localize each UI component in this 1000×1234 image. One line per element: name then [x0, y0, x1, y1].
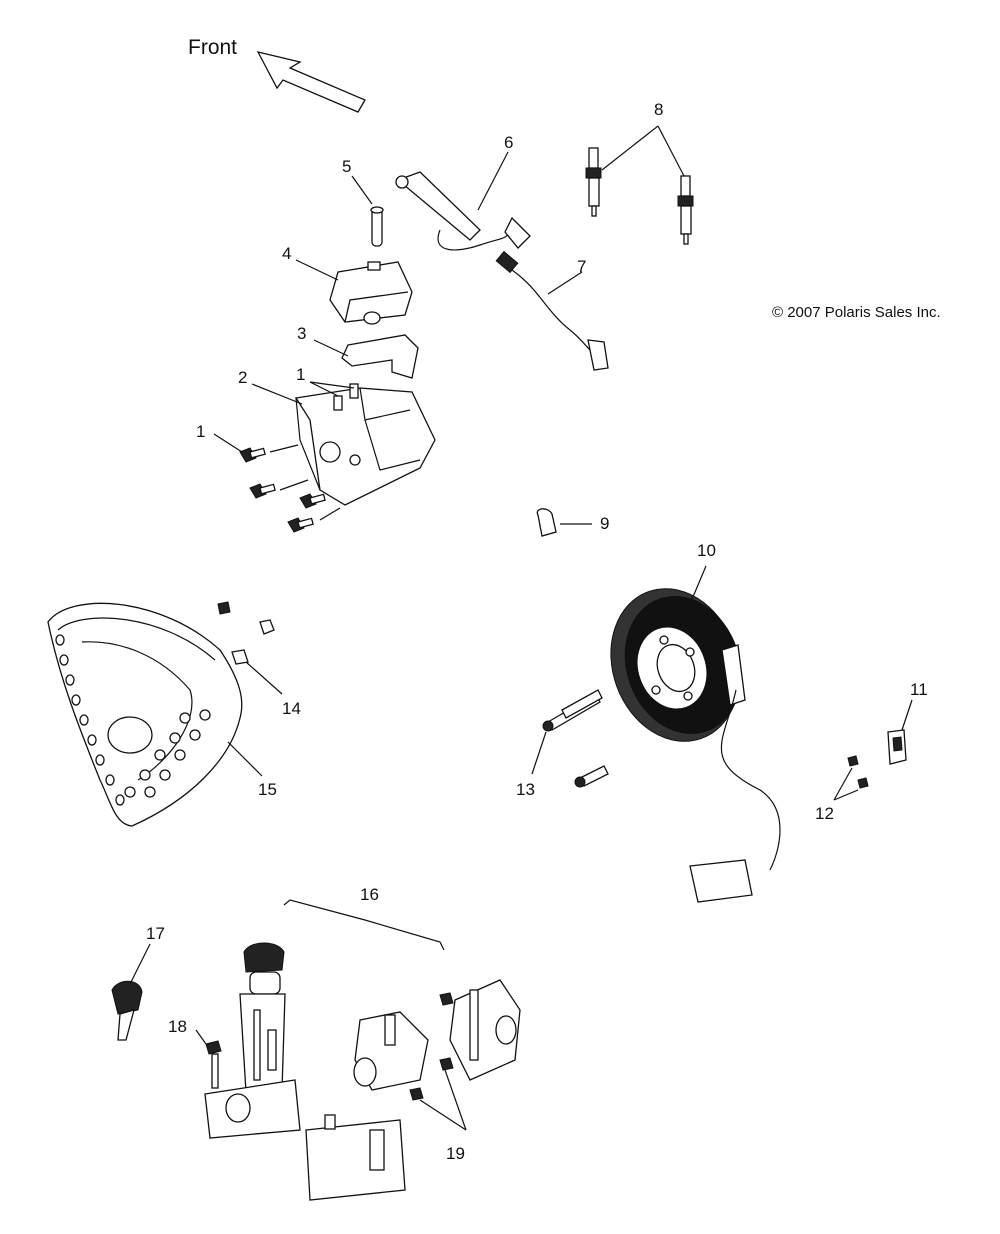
callout-14: 14 [282, 699, 301, 718]
callout-15: 15 [258, 780, 277, 799]
callout-6: 6 [504, 133, 514, 152]
callout-19: 19 [446, 1144, 465, 1163]
key-part-17 [111, 943, 151, 1041]
callout-leaders [213, 151, 583, 453]
screw-part-18 [195, 1029, 222, 1089]
mounting-bracket-part-2 [294, 383, 436, 506]
switch-subcomponents-part-16 [305, 979, 521, 1201]
bolts-part-12 [833, 755, 869, 801]
ignition-switch-assembly-part-16 [204, 942, 301, 1139]
callout-4: 4 [282, 244, 292, 263]
callout-13: 13 [516, 780, 535, 799]
assembly-bracket-part-16 [283, 899, 445, 951]
plug-wire-part-7 [495, 250, 609, 371]
callout-10: 10 [697, 541, 716, 560]
copyright-notice: © 2007 Polaris Sales Inc. [772, 304, 941, 321]
callout-8: 8 [654, 100, 664, 119]
ignition-coil-part-4 [329, 261, 413, 325]
callout-16: 16 [360, 885, 379, 904]
coil-bracket-part-3 [341, 334, 419, 379]
callout-2: 2 [238, 368, 248, 387]
callout-1: 1 [296, 365, 306, 384]
clip-part-9 [536, 508, 592, 537]
callout-17: 17 [146, 924, 165, 943]
clips-part-14 [217, 601, 283, 695]
callout-18: 18 [168, 1017, 187, 1036]
callout-3: 3 [297, 324, 307, 343]
callout-12: 12 [815, 804, 834, 823]
callout-1: 1 [196, 422, 206, 441]
callout-7: 7 [577, 257, 587, 276]
bolts-part-13 [531, 689, 609, 788]
spark-plugs-part-8 [585, 125, 694, 245]
plug-wire-part-6 [395, 171, 531, 251]
callout-9: 9 [600, 514, 610, 533]
panel-holes [55, 634, 211, 806]
callout-11: 11 [910, 680, 928, 699]
trim-panel-part-15 [47, 602, 263, 827]
pin-part-5 [370, 206, 384, 247]
leaders-part-19 [419, 1069, 467, 1131]
bolts-part-1 [239, 444, 341, 533]
callout-5: 5 [342, 157, 352, 176]
front-arrow [256, 51, 366, 113]
stator-part-10 [610, 565, 781, 903]
clamp-part-11 [887, 699, 913, 765]
front-direction-label: Front [188, 36, 238, 59]
